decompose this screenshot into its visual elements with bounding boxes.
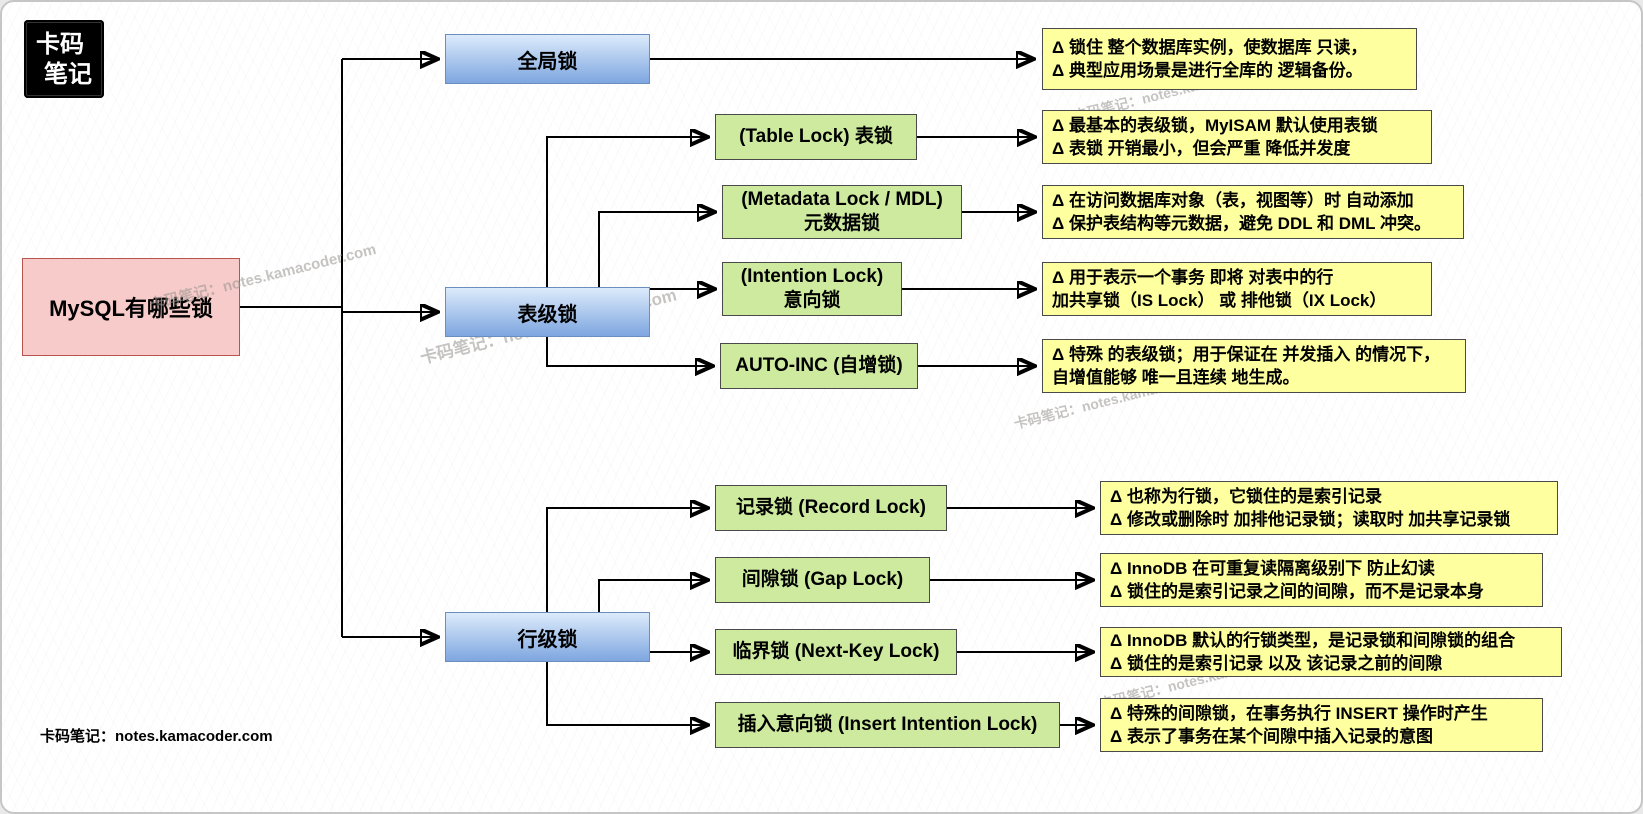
note-auto-inc-lock: Δ 特殊 的表级锁；用于保证在 并发插入 的情况下， 自增值能够 唯一且连续 地… bbox=[1042, 339, 1466, 393]
leaf-gap-lock: 间隙锁 (Gap Lock) bbox=[715, 557, 930, 603]
note-global-lock: Δ 锁住 整个数据库实例，使数据库 只读， Δ 典型应用场景是进行全库的 逻辑备… bbox=[1042, 28, 1417, 90]
root-node-mysql-locks: MySQL有哪些锁 bbox=[22, 258, 240, 356]
note-intention-lock: Δ 用于表示一个事务 即将 对表中的行 加共享锁（IS Lock） 或 排他锁（… bbox=[1042, 262, 1432, 316]
branch-table-level-lock: 表级锁 bbox=[445, 287, 650, 337]
logo-line2: 笔记 bbox=[44, 59, 92, 88]
footer-site-credit: 卡码笔记：notes.kamacoder.com bbox=[40, 728, 273, 745]
note-gap-lock: Δ InnoDB 在可重复读隔离级别下 防止幻读 Δ 锁住的是索引记录之间的间隙… bbox=[1100, 553, 1543, 607]
leaf-next-key-lock: 临界锁 (Next-Key Lock) bbox=[715, 629, 957, 675]
note-next-key-lock: Δ InnoDB 默认的行锁类型，是记录锁和间隙锁的组合 Δ 锁住的是索引记录 … bbox=[1100, 627, 1562, 677]
note-metadata-lock: Δ 在访问数据库对象（表，视图等）时 自动添加 Δ 保护表结构等元数据，避免 D… bbox=[1042, 185, 1464, 239]
leaf-table-lock: (Table Lock) 表锁 bbox=[715, 114, 917, 160]
branch-row-level-lock: 行级锁 bbox=[445, 612, 650, 662]
leaf-intention-lock: (Intention Lock) 意向锁 bbox=[722, 262, 902, 316]
leaf-auto-inc-lock: AUTO-INC (自增锁) bbox=[720, 343, 918, 389]
note-insert-intention-lock: Δ 特殊的间隙锁，在事务执行 INSERT 操作时产生 Δ 表示了事务在某个间隙… bbox=[1100, 698, 1543, 752]
kamacoder-logo: 卡码 笔记 bbox=[24, 20, 104, 98]
branch-global-lock: 全局锁 bbox=[445, 34, 650, 84]
note-table-lock: Δ 最基本的表级锁，MyISAM 默认使用表锁 Δ 表锁 开销最小，但会严重 降… bbox=[1042, 110, 1432, 164]
leaf-record-lock: 记录锁 (Record Lock) bbox=[715, 485, 947, 531]
note-record-lock: Δ 也称为行锁，它锁住的是索引记录 Δ 修改或删除时 加排他记录锁；读取时 加共… bbox=[1100, 481, 1558, 535]
leaf-insert-intention-lock: 插入意向锁 (Insert Intention Lock) bbox=[715, 702, 1060, 748]
leaf-metadata-lock: (Metadata Lock / MDL) 元数据锁 bbox=[722, 185, 962, 239]
logo-line1: 卡码 bbox=[36, 29, 84, 58]
